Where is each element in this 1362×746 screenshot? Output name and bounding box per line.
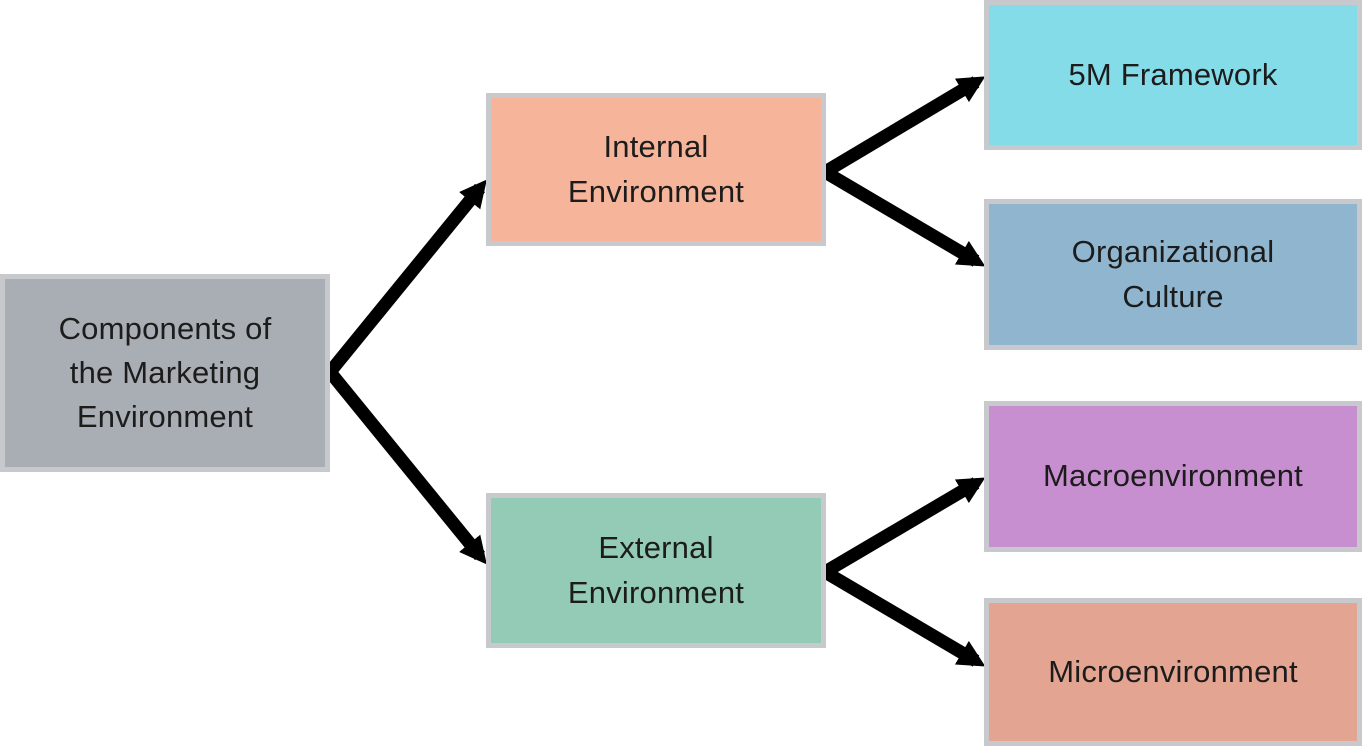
arrow-internal-to-organizational-culture — [821, 166, 986, 267]
node-label: Components of the Marketing Environment — [58, 310, 272, 434]
node-external-environment: External Environment — [486, 493, 826, 648]
node-label: External Environment — [567, 530, 745, 610]
arrow-internal-to-5m-framework — [821, 76, 986, 178]
arrow-external-to-macroenvironment — [821, 477, 986, 578]
node-label: Internal Environment — [567, 129, 745, 209]
node-microenvironment: Microenvironment — [984, 598, 1362, 746]
node-label: Macroenvironment — [1043, 458, 1303, 494]
node-label: 5M Framework — [1068, 56, 1278, 92]
node-label: Microenvironment — [1048, 653, 1298, 689]
node-5m-framework: 5M Framework — [984, 0, 1362, 150]
node-label: Organizational Culture — [1071, 234, 1275, 314]
arrow-root-to-internal — [324, 179, 487, 377]
node-internal-environment: Internal Environment — [486, 93, 826, 246]
node-organizational-culture: Organizational Culture — [984, 199, 1362, 350]
node-macroenvironment: Macroenvironment — [984, 401, 1362, 552]
arrow-external-to-microenvironment — [821, 566, 986, 667]
node-components-of-marketing-environment: Components of the Marketing Environment — [0, 274, 330, 472]
arrow-root-to-external — [324, 367, 487, 565]
